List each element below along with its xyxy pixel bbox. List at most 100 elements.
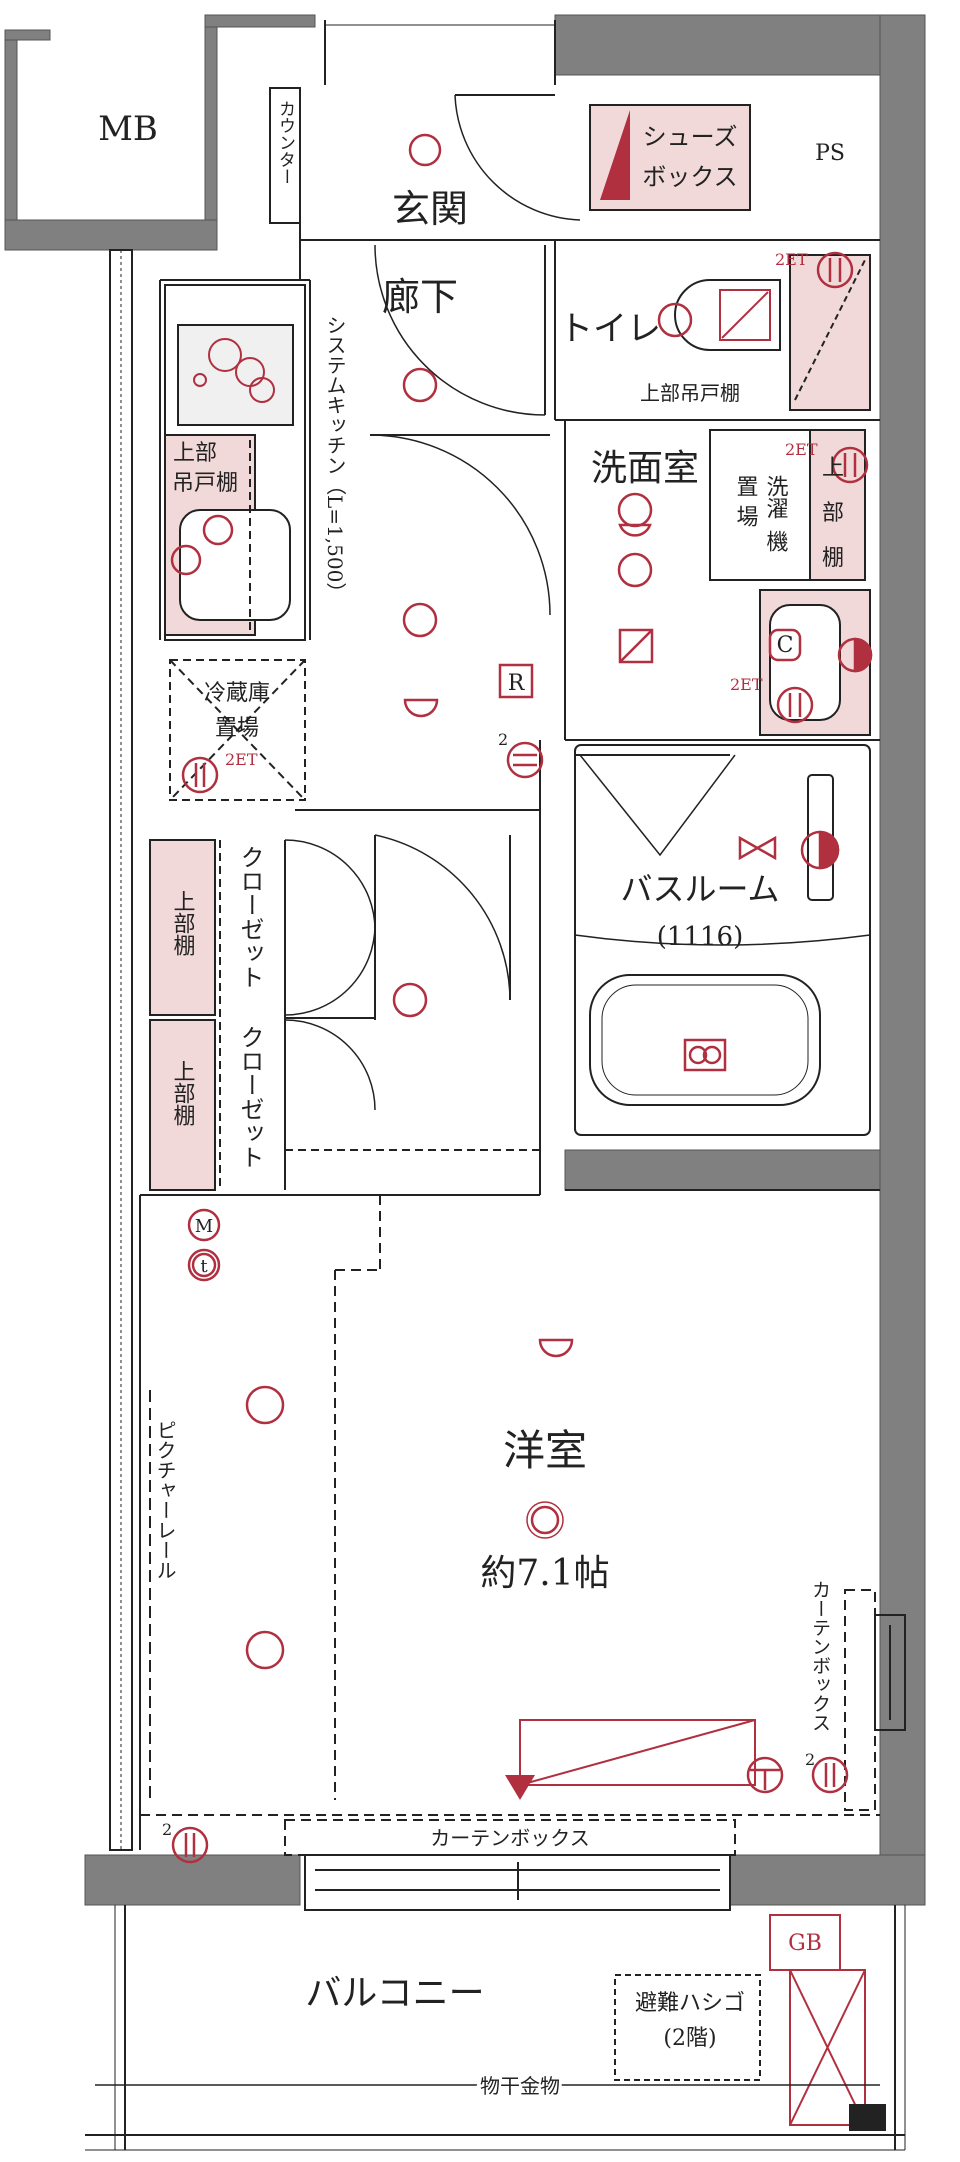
label-evac-ladder-2: (2階) [663,2026,716,2051]
evac-ladder-box [614,1974,761,2081]
bath-box-c2 [702,1045,722,1065]
r-box [498,663,534,699]
bath-floor-curve [574,934,871,946]
left-wall-hatch [109,249,133,1851]
label-2et-3: 2ET [730,675,763,694]
shoe-box-marker [600,110,630,200]
burner-1 [208,338,242,372]
label-counter: カウンター [275,100,295,185]
label-room-size: 約7.1帖 [480,1553,609,1594]
balcony-frame [85,1905,906,2151]
closet1-door2 [284,924,376,1016]
label-upper-shelf-wash-3: 棚 [822,546,844,571]
label-washer-4: 場 [733,505,759,527]
label-kitchen: システムキッチン（L=1,500） [323,315,347,602]
kitchen-fan [170,544,202,576]
toilet-tank [719,289,771,341]
label-fridge-2: 置場 [215,716,259,741]
gb-area [789,1969,866,2126]
wall-bottom-left [84,1854,301,1906]
fridge-space [169,659,306,801]
interior-walls [140,87,880,1196]
kitchen-door-swing [369,434,551,616]
label-upper-shelf-wash-1: 上 [822,456,844,481]
label-t: t [200,1256,208,1277]
wall-bath-bottom [564,1149,881,1191]
sash-arrow [505,1775,535,1800]
hall-door-swing [374,244,546,416]
label-curtain-box-side: カーテンボックス [809,1580,831,1732]
switches-outlets [170,251,873,1864]
wall-right [879,14,926,1856]
outlet-2-corridor [506,741,544,779]
label-shoebox-2: ボックス [642,163,737,191]
toilet-bowl [674,279,781,351]
wash-switch-diag [619,629,653,663]
entrance-swing [454,94,581,221]
label-2et-4: 2ET [225,750,258,769]
light-bedroom-center-out [526,1501,564,1539]
light-bedroom-2 [245,1630,285,1670]
stove-burners [193,338,275,403]
label-closet-shelf-2: 上部棚 [170,1060,196,1126]
label-bathroom: バスルーム [620,870,779,908]
light-closet [392,982,428,1018]
label-2et-1: 2ET [775,250,808,269]
light-wash-2 [617,552,653,588]
light-entrance [408,133,442,167]
label-m: M [195,1216,213,1237]
label-balcony: バルコニー [305,1973,484,2014]
outlet-2-bedroom-left [171,1826,209,1864]
label-entrance: 玄関 [392,187,468,231]
mb-wall-left [4,29,18,231]
label-closet-2: クローゼット [236,1025,264,1169]
label-curtain-box-bottom: カーテンボックス [430,1826,589,1850]
bath-box-marker [683,1038,727,1072]
light-toilet [657,302,693,338]
label-western-room: 洋室 [503,1426,587,1475]
corridor-door-swing [374,834,511,1001]
t-outlet-inner [191,1252,217,1278]
mb-wall-bottom [4,219,218,251]
downlight-corridor [403,698,439,718]
corridor-doors [369,244,551,616]
outlet-2et-vanity [776,686,814,724]
c-box [768,628,802,662]
text-labels: MB PS カウンター 玄関 シューズ ボックス 廊下 トイレ 上部吊戸棚 洗面… [98,100,845,2101]
label-c: C [777,633,794,658]
symbol-labels: GB R C M t 2ET 2ET 2ET 2ET 2 2 2 [162,250,822,1956]
label-2-3: 2 [805,1750,815,1769]
bath-bowtie [738,835,777,861]
outlet-tv [746,1756,784,1794]
bathtub-inner [601,984,809,1096]
closet1-door [284,839,376,931]
label-washroom: 洗面室 [591,448,699,489]
downlight-bath [538,1338,574,1358]
label-washer-3: 置 [733,475,758,497]
wall-bottom-right [729,1854,926,1906]
outlet-2et-wash [831,446,869,484]
bedroom-lines [139,1195,906,1856]
label-2et-2: 2ET [785,440,818,459]
label-clothes-hanger: 物干金物 [480,2074,560,2098]
light-corridor-2 [402,602,438,638]
burner-4 [193,373,207,387]
fan-bath-half [818,830,840,870]
sink [179,509,291,621]
m-outlet [187,1208,221,1242]
burner-3 [249,377,275,403]
fridge-diag2 [169,659,306,801]
bathtub [589,974,821,1106]
label-kitchen-cab-1: 上部 [173,441,217,466]
gb-cross2 [789,1969,866,2126]
sash-diag [519,1719,756,1786]
outlet-2-bedroom-right [811,1756,849,1794]
label-ps: PS [815,141,845,166]
outlet-box [849,2104,886,2131]
toilet-tank-diag [721,291,769,339]
wall-upper-left [204,14,316,28]
light-corridor-1 [402,367,438,403]
closets [149,834,540,1191]
label-gb: GB [788,1931,822,1956]
